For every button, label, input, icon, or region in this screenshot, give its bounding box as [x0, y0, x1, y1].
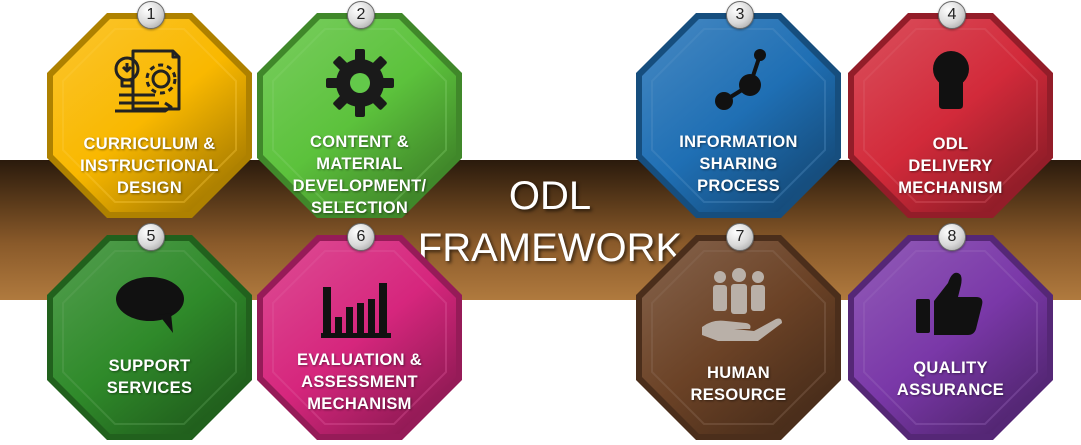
- framework-component-6: EVALUATION & ASSESSMENT MECHANISM 6: [257, 223, 462, 440]
- framework-title: ODL FRAMEWORK: [400, 170, 700, 274]
- component-label-line: PROCESS: [697, 177, 780, 195]
- component-label: EVALUATION & ASSESSMENT MECHANISM: [277, 349, 442, 415]
- octagon-shape: [848, 235, 1053, 440]
- component-label-line: INSTRUCTIONAL: [80, 157, 219, 175]
- component-label-line: MECHANISM: [898, 179, 1003, 197]
- component-number-badge: 6: [347, 223, 375, 251]
- framework-title-line: FRAMEWORK: [417, 226, 683, 270]
- component-label-line: QUALITY: [913, 359, 988, 377]
- component-number-badge: 1: [137, 1, 165, 29]
- component-label-line: SELECTION: [310, 199, 409, 217]
- octagon-shape: [47, 13, 252, 218]
- framework-component-3: INFORMATION SHARING PROCESS 3: [636, 1, 841, 218]
- component-label-line: ASSURANCE: [896, 381, 1005, 399]
- component-label-line: SHARING: [699, 155, 778, 173]
- component-number-badge: 7: [726, 223, 754, 251]
- framework-component-4: ODL DELIVERY MECHANISM 4: [848, 1, 1053, 218]
- component-number-badge: 2: [347, 1, 375, 29]
- component-label: ODL DELIVERY MECHANISM: [868, 133, 1033, 199]
- component-label-line: DESIGN: [116, 179, 183, 197]
- framework-component-7: HUMAN RESOURCE 7: [636, 223, 841, 440]
- framework-component-8: QUALITY ASSURANCE 8: [848, 223, 1053, 440]
- component-label-line: EVALUATION &: [297, 351, 422, 369]
- component-label-line: HUMAN: [707, 364, 770, 382]
- component-label-line: RESOURCE: [690, 386, 787, 404]
- component-label-line: MATERIAL: [316, 155, 403, 173]
- component-label: CONTENT & MATERIAL DEVELOPMENT/SELECTION: [277, 131, 442, 219]
- component-number-badge: 4: [938, 1, 966, 29]
- component-label-line: SERVICES: [106, 379, 193, 397]
- component-label-line: ASSESSMENT: [301, 373, 418, 391]
- octagon-shape: [636, 13, 841, 218]
- component-label: INFORMATION SHARING PROCESS: [656, 131, 821, 197]
- octagon-shape: [848, 13, 1053, 218]
- component-label: HUMAN RESOURCE: [656, 362, 821, 406]
- component-label-line: INFORMATION: [679, 133, 798, 151]
- component-number-badge: 5: [137, 223, 165, 251]
- component-label-line: SUPPORT: [108, 357, 191, 375]
- framework-title-line: ODL: [508, 174, 592, 218]
- component-label: CURRICULUM & INSTRUCTIONAL DESIGN: [67, 133, 232, 199]
- component-label-line: CURRICULUM &: [83, 135, 216, 153]
- component-label-line: DEVELOPMENT/: [292, 177, 427, 195]
- component-label: QUALITY ASSURANCE: [868, 357, 1033, 401]
- component-number-badge: 8: [938, 223, 966, 251]
- component-label-line: CONTENT &: [310, 133, 409, 151]
- component-label: SUPPORT SERVICES: [67, 355, 232, 399]
- component-number-badge: 3: [726, 1, 754, 29]
- component-label-line: ODL: [932, 135, 969, 153]
- framework-component-1: CURRICULUM & INSTRUCTIONAL DESIGN 1: [47, 1, 252, 218]
- framework-component-5: SUPPORT SERVICES 5: [47, 223, 252, 440]
- component-label-line: MECHANISM: [307, 395, 412, 413]
- framework-component-2: CONTENT & MATERIAL DEVELOPMENT/SELECTION 2: [257, 1, 462, 219]
- component-label-line: DELIVERY: [908, 157, 993, 175]
- octagon-shape: [47, 235, 252, 440]
